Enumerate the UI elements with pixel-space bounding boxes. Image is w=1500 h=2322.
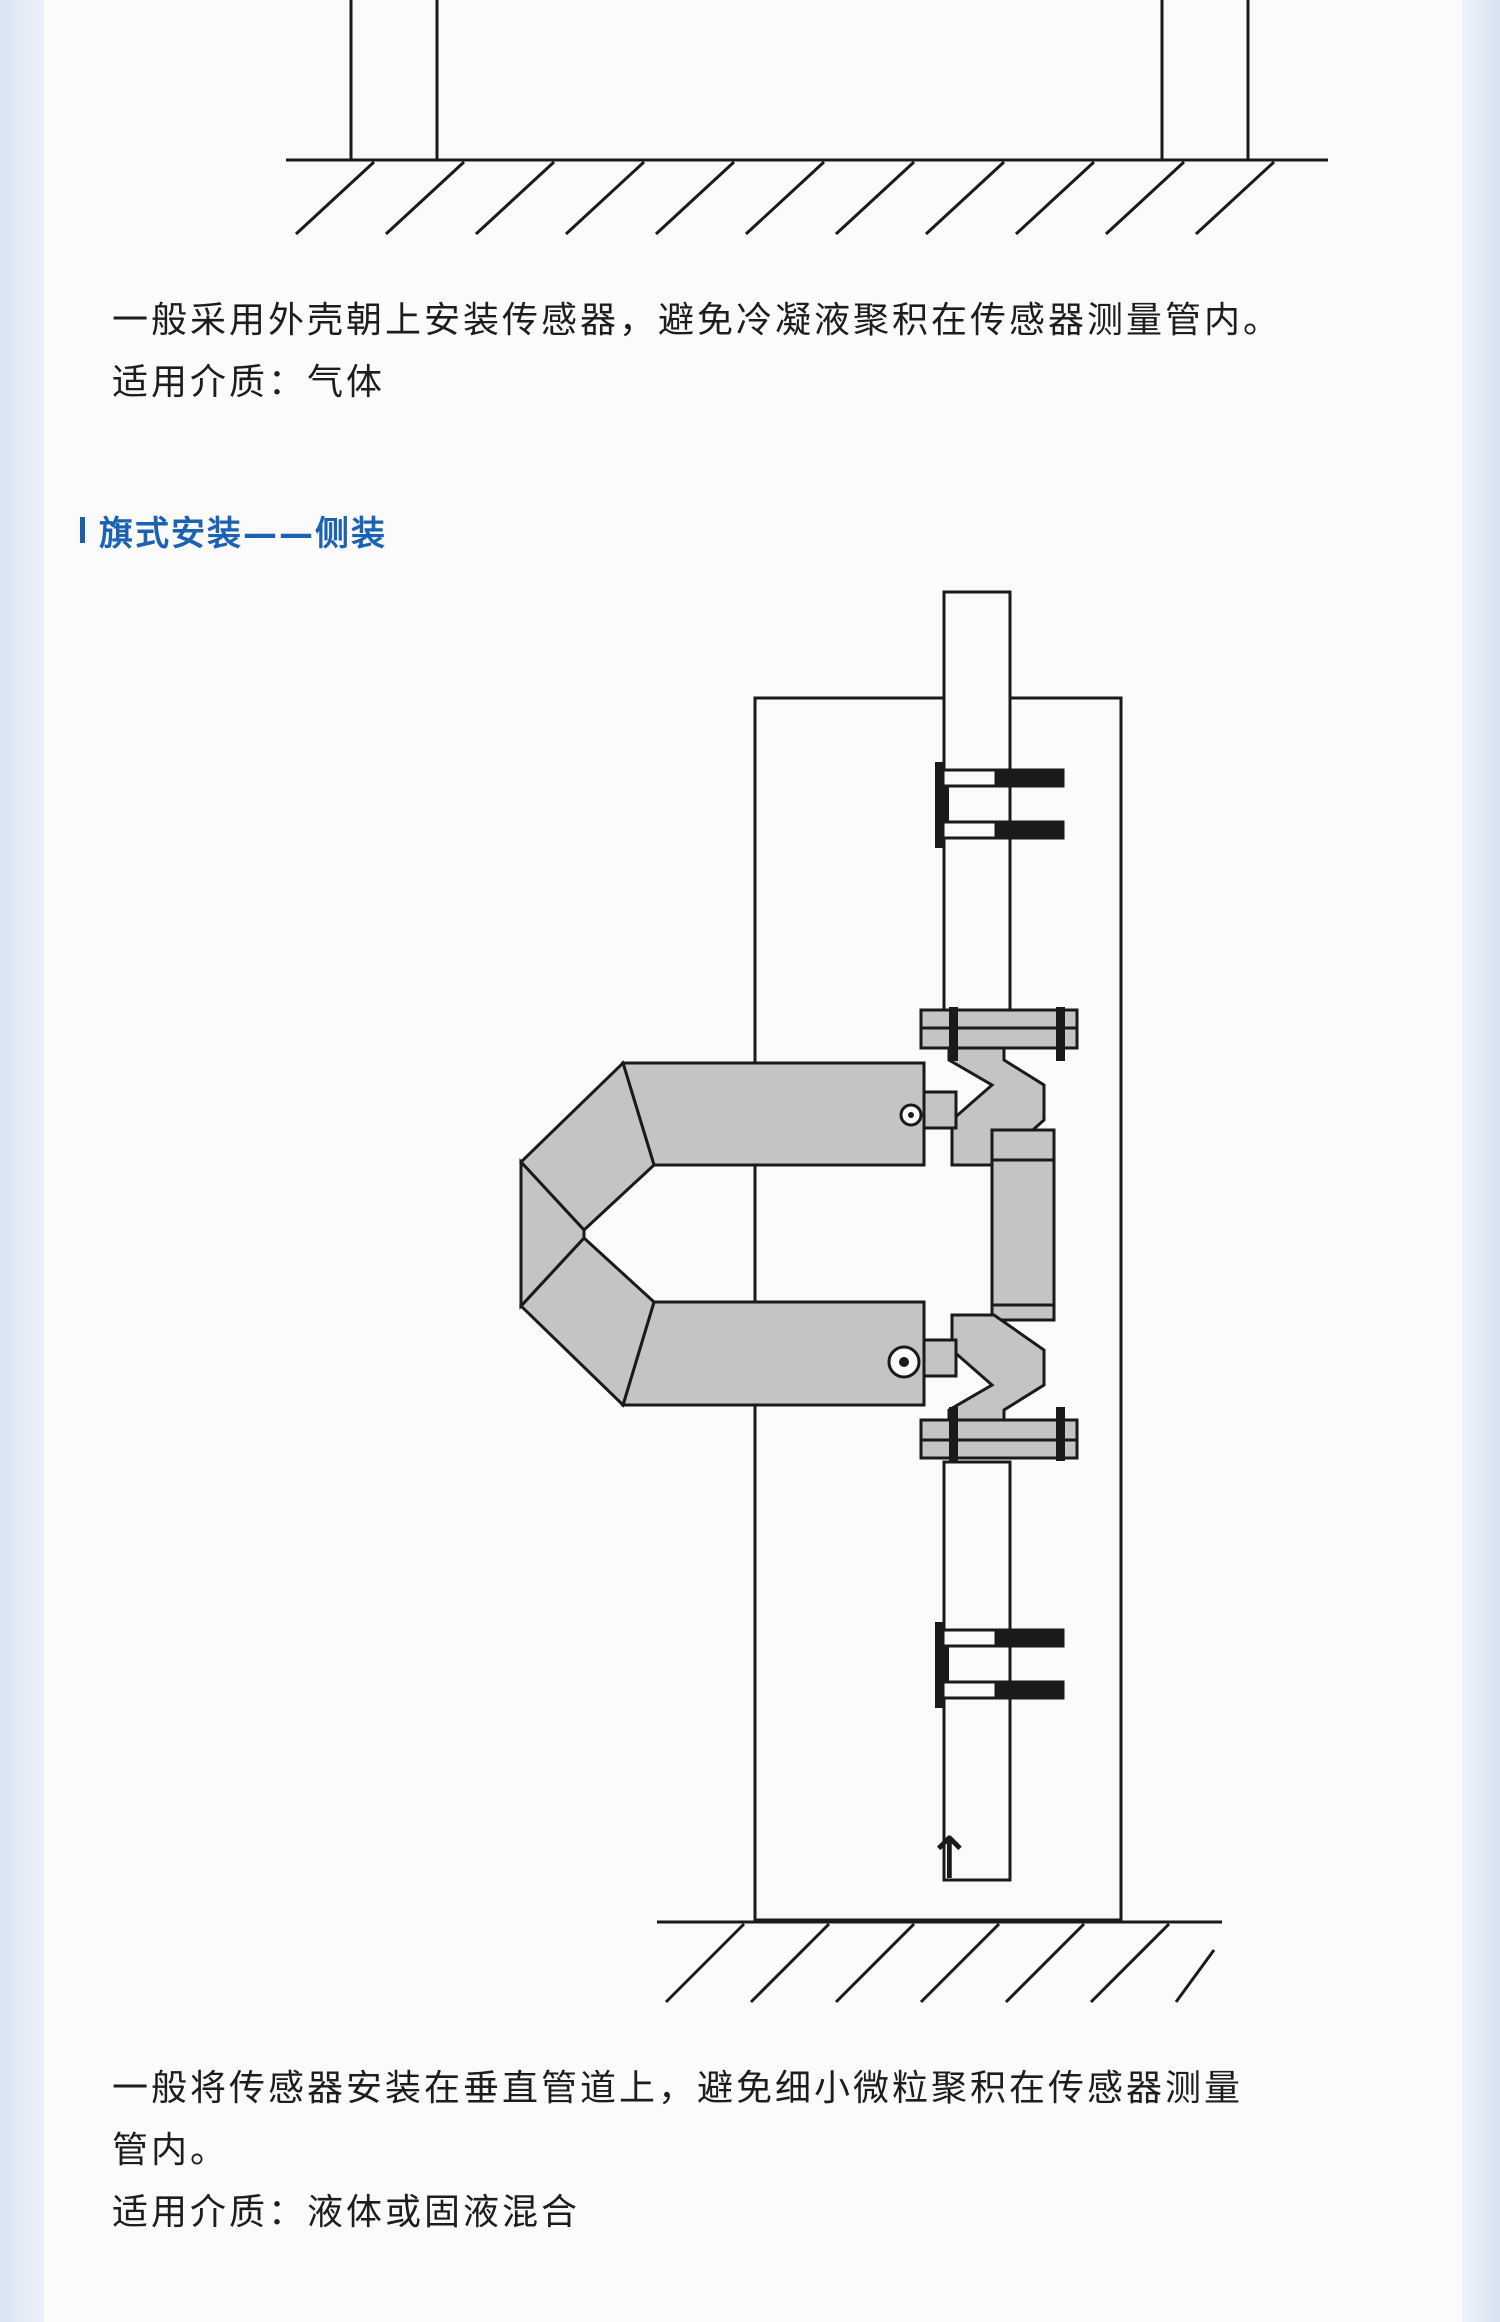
- vertical-pipe: [942, 590, 1012, 1882]
- ground-hatch: [657, 1920, 1222, 2004]
- section2-line2: 管内。: [112, 2130, 230, 2171]
- pipe-clamp-lower: [935, 1622, 1065, 1708]
- section2-line1: 一般将传感器安装在垂直管道上，避免细小微粒聚积在传感器测量: [112, 2068, 1244, 2109]
- sensor-u-tube-housing: [518, 1060, 926, 1408]
- section2-line3: 适用介质：液体或固液混合: [112, 2192, 581, 2233]
- page-margin-left: [0, 0, 44, 2322]
- section1-line2: 适用介质：气体: [112, 362, 386, 403]
- pipe-clamp-upper: [935, 762, 1065, 848]
- section2-title: 旗式安装——侧装: [99, 513, 387, 554]
- page-margin-right: [1462, 0, 1500, 2322]
- section2-heading: 旗式安装——侧装: [80, 500, 387, 560]
- section1-line1: 一般采用外壳朝上安装传感器，避免冷凝液聚积在传感器测量管内。: [112, 300, 1283, 341]
- section1-description: 一般采用外壳朝上安装传感器，避免冷凝液聚积在传感器测量管内。 适用介质：气体: [112, 290, 1282, 414]
- flow-direction-arrow: ↑: [925, 1824, 974, 1892]
- housing-indicator-dots: [887, 1103, 923, 1379]
- sensor-inline-body: [919, 1008, 1079, 1460]
- top-diagram-ground: [286, 158, 1328, 236]
- installation-diagrams: ↑: [286, 0, 1328, 2004]
- heading-accent-bar: [80, 517, 85, 543]
- section2-description: 一般将传感器安装在垂直管道上，避免细小微粒聚积在传感器测量 管内。 适用介质：液…: [112, 2058, 1243, 2244]
- top-diagram-supports: [349, 0, 1250, 160]
- article-card: ↑ 一般采用外壳朝上安装传感器，避免冷凝液聚积在传感器测量管内。 适用介质：气体…: [44, 0, 1462, 2322]
- sensor-connectors: [922, 1090, 958, 1378]
- flange-bolts: [949, 1007, 1065, 1461]
